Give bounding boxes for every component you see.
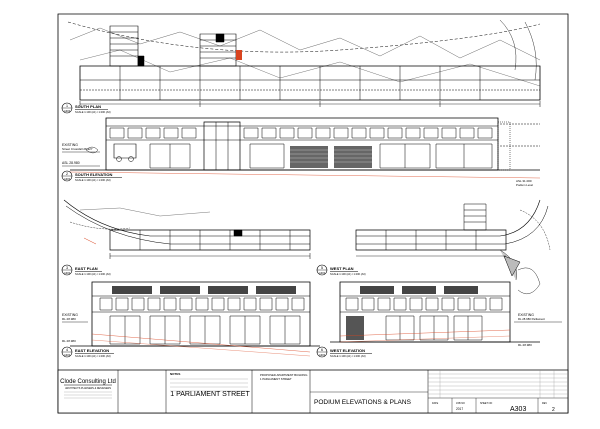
west-plan-ref: A303 <box>319 271 326 275</box>
south-right-level: ASL 31.000 <box>516 179 532 183</box>
east-elevation-ref: A303 <box>64 353 71 357</box>
south-elevation-scale: SCALE 1:100 (A1) / 1:200 (A3) <box>75 178 111 182</box>
sheet-number: A303 <box>510 406 526 413</box>
east-existing-value: RL 28.980 <box>62 317 76 321</box>
title-block: Clode Consulting Ltd ARCHITECTS PLANNERS… <box>58 370 568 413</box>
east-elevation-label: 4 A303 EAST ELEVATION SCALE 1:100 (A1) /… <box>62 347 114 358</box>
address-label: 1 PARLIAMENT STREET <box>260 377 292 381</box>
south-right-label: Podium Level <box>516 183 533 187</box>
south-elevation-label: 2 A303 SOUTH ELEVATION SCALE 1:100 (A1) … <box>62 171 122 182</box>
east-rl: RL 28.980 <box>62 339 76 343</box>
west-plan-scale: SCALE 1:100 (A1) / 1:200 (A3) <box>330 272 366 276</box>
west-rl: RL 28.980 <box>518 343 532 347</box>
east-elevation-number: 4 <box>66 348 68 352</box>
east-plan-title: EAST PLAN <box>75 266 98 271</box>
west-existing-value: RL 28.980 Parliament <box>518 317 545 321</box>
south-plan-drawing <box>68 20 540 107</box>
proposed-label: PROPOSED APARTMENT BUILDING <box>260 373 307 377</box>
west-plan-title: WEST PLAN <box>330 266 354 271</box>
south-elevation-ref: A303 <box>64 177 71 181</box>
date-label: DATE <box>432 402 439 405</box>
east-plan-scale: SCALE 1:100 (A1) / 1:200 (A3) <box>75 272 111 276</box>
south-elevation-title: SOUTH ELEVATION <box>75 172 113 177</box>
sheet-label: SHEET NO <box>480 402 492 405</box>
sheet-title: PODIUM ELEVATIONS & PLANS <box>314 399 412 406</box>
rev-label: REV <box>542 402 547 405</box>
east-elevation-scale: SCALE 1:100 (A1) / 1:200 (A3) <box>75 354 111 358</box>
east-plan-drawing <box>64 200 310 259</box>
west-elevation-scale: SCALE 1:100 (A1) / 1:200 (A3) <box>330 354 366 358</box>
job-number: 2017 <box>456 407 463 411</box>
company-name: Clode Consulting Ltd <box>60 379 116 385</box>
company-subtitle: ARCHITECTS PLANNERS & DESIGNERS <box>65 387 111 390</box>
east-elevation-levels: EXISTING RL 28.980 RL 28.980 <box>62 313 88 343</box>
sheet-border <box>58 14 568 413</box>
south-existing-label: EXISTING <box>62 143 78 147</box>
south-plan-ref: A303 <box>64 109 71 113</box>
west-plan-number: 5 <box>321 266 323 270</box>
project-title: 1 PARLIAMENT STREET <box>170 391 250 398</box>
east-elevation-drawing <box>70 282 320 356</box>
south-plan-scale: SCALE 1:100 (A1) / 1:200 (A3) <box>75 110 111 114</box>
south-asl-label: ASL 28.980 <box>62 161 80 165</box>
west-elevation-levels: EXISTING RL 28.980 Parliament RL 28.980 <box>514 313 562 347</box>
revision-number: 2 <box>552 407 555 413</box>
west-elevation-ref: A303 <box>319 353 326 357</box>
west-plan-label: 5 A303 WEST PLAN SCALE 1:100 (A1) / 1:20… <box>317 265 366 276</box>
west-elevation-number: 6 <box>321 348 323 352</box>
east-existing-label: EXISTING <box>62 313 78 317</box>
west-elevation-label: 6 A303 WEST ELEVATION SCALE 1:100 (A1) /… <box>317 347 372 358</box>
west-elevation-title: WEST ELEVATION <box>330 348 365 353</box>
job-label: JOB NO <box>456 402 465 405</box>
notes-heading: NOTES <box>170 372 180 376</box>
south-plan-title: SOUTH PLAN <box>75 104 101 109</box>
south-elevation-number: 2 <box>66 172 68 176</box>
south-plan-label: 1 A303 SOUTH PLAN SCALE 1:100 (A1) / 1:2… <box>62 103 111 114</box>
south-elevation-levels: EXISTING Street Crossfall 28.927 ASL 28.… <box>62 143 533 187</box>
south-existing-value: Street Crossfall 28.927 <box>62 147 93 151</box>
east-elevation-title: EAST ELEVATION <box>75 348 109 353</box>
south-elevation-drawing <box>70 118 540 178</box>
east-plan-ref: A303 <box>64 271 71 275</box>
west-plan-drawing <box>356 200 550 280</box>
east-plan-number: 3 <box>66 266 68 270</box>
west-existing-label: EXISTING <box>518 313 534 317</box>
south-plan-number: 1 <box>66 104 68 108</box>
west-elevation-drawing <box>330 268 540 342</box>
east-plan-label: 3 A303 EAST PLAN SCALE 1:100 (A1) / 1:20… <box>62 265 111 276</box>
